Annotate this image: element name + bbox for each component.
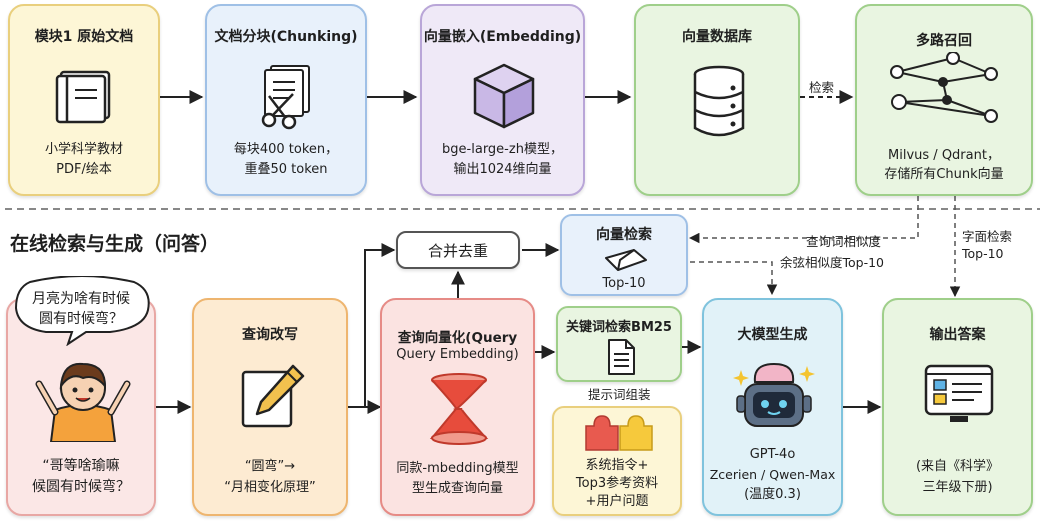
module-embedding: 向量嵌入(Embedding) bge-large-zh模型， 输出1024维向… xyxy=(420,4,585,196)
module-bm25-title: 关键词检索BM25 xyxy=(566,320,672,335)
edge-label-vec-sim-2: 余弦相似度Top-10 xyxy=(780,255,885,270)
speech-bubble-line2: 圆有时候弯？ xyxy=(39,311,123,327)
module-merge-dedup: 合并去重 xyxy=(396,231,520,269)
scissors-icon xyxy=(261,65,310,130)
module-vector-db: 向量数据库 xyxy=(634,4,800,196)
module-prompt-line3: +用户问题 xyxy=(585,494,649,509)
module-query-rewrite: 查询改写 “圆弯”→ “月相变化原理” xyxy=(192,298,348,516)
hourglass-icon xyxy=(429,373,489,445)
robot-brain-icon xyxy=(733,362,815,427)
user-question-line1: “哥等啥瑜嘛 xyxy=(42,458,120,474)
module-embedding-line1: bge-large-zh模型， xyxy=(442,142,563,157)
folded-paper-icon xyxy=(605,249,647,271)
module-vector-search-line1: Top-10 xyxy=(602,276,646,291)
module-multi-recall: 多路召回 Milvus / Qdrant， 存储所有Chunk向量 xyxy=(855,4,1033,196)
module-llm-line2: Zcerien / Qwen-Max xyxy=(709,467,836,482)
module-chunking-line1: 每块400 token， xyxy=(233,142,339,157)
module-raw-docs-line2: PDF/绘本 xyxy=(56,162,112,177)
module-multi-recall-line2: 存储所有Chunk向量 xyxy=(884,167,1004,182)
module-query-embedding-title: 查询向量化(Query xyxy=(397,330,518,346)
speech-bubble-line1: 月亮为啥有时候 xyxy=(32,291,130,307)
child-icon xyxy=(35,362,131,442)
arrow-vecsearch-llm xyxy=(690,261,778,296)
module-vector-search: 向量检索 Top-10 xyxy=(560,214,688,296)
module-bm25: 关键词检索BM25 xyxy=(556,306,682,382)
module-llm-line1: GPT-4o xyxy=(749,447,796,462)
module-embedding-line2: 输出1024维向量 xyxy=(453,162,552,177)
module-llm-line3: (温度0.3) xyxy=(744,487,801,502)
module-multi-recall-line1: Milvus / Qdrant， xyxy=(888,148,1000,163)
arrow-to-merge xyxy=(364,243,396,407)
speech-bubble xyxy=(14,276,150,346)
database-icon xyxy=(693,65,745,137)
module-embedding-title: 向量嵌入(Embedding) xyxy=(423,29,582,45)
module-output-line2: 三年级下册) xyxy=(922,480,993,495)
module-query-rewrite-line1: “圆弯”→ xyxy=(244,459,296,474)
module-llm-generation: 大模型生成 GPT-4o Zcerien / Qwen-Max (温度0.3) xyxy=(702,298,843,516)
document-icon xyxy=(608,339,635,375)
module-chunking: 文档分块(Chunking) 每块400 token， 重叠50 token xyxy=(205,4,367,196)
puzzle-icon xyxy=(585,415,653,451)
module-chunking-title: 文档分块(Chunking) xyxy=(214,29,358,45)
module-prompt-line1: 系统指令+ xyxy=(585,458,649,473)
module-query-rewrite-title: 查询改写 xyxy=(242,327,298,343)
module-multi-recall-title: 多路召回 xyxy=(916,33,972,49)
module-prompt-line2: Top3参考资料 xyxy=(575,476,659,491)
module-output-answer: 输出答案 (来自《科学》 三年级下册) xyxy=(882,298,1033,516)
edge-label-lexical: 字面检索 xyxy=(962,229,1013,244)
module-query-rewrite-line2: “月相变化原理” xyxy=(224,480,316,495)
pencil-note-icon xyxy=(241,364,305,428)
module-vector-db-title: 向量数据库 xyxy=(682,29,752,45)
module-raw-docs: 模块1 原始文档 小学科学教材 PDF/绘本 xyxy=(8,4,160,196)
module-query-embedding-line2: 型生成查询向量 xyxy=(411,481,503,496)
module-user-question: 月亮为啥有时候 圆有时候弯？ “哥等啥瑜嘛 候圆有时候弯？ xyxy=(6,276,156,516)
monitor-icon xyxy=(924,364,994,422)
arrow-m5-vecsearch xyxy=(688,196,919,244)
module-llm-generation-title: 大模型生成 xyxy=(737,327,808,343)
module-vector-search-title: 向量检索 xyxy=(596,227,652,243)
cube-icon xyxy=(473,63,535,129)
book-icon xyxy=(55,70,111,124)
module-raw-docs-title: 模块1 原始文档 xyxy=(34,29,134,45)
edge-label-vec-sim-1: 查询词相似度 xyxy=(806,234,882,249)
module-merge-dedup-title: 合并去重 xyxy=(427,242,488,260)
user-question-line2: 候圆有时候弯？ xyxy=(32,479,130,495)
module-prompt-assembly: 系统指令+ Top3参考资料 +用户问题 xyxy=(552,406,682,516)
module-output-line1: (来自《科学》 xyxy=(915,459,1000,474)
module-query-embedding: 查询向量化(Query Query Embedding) 同款-mbedding… xyxy=(380,298,535,516)
module-chunking-line2: 重叠50 token xyxy=(244,162,328,177)
module-query-embedding-sub: Query Embedding) xyxy=(396,347,519,362)
module-output-answer-title: 输出答案 xyxy=(929,327,986,343)
edge-label-prompt-assembly: 提示词组装 xyxy=(588,387,651,402)
module-raw-docs-line1: 小学科学教材 xyxy=(44,142,123,157)
edge-label-lexical-top: Top-10 xyxy=(962,246,1004,261)
section-title: 在线检索与生成（问答） xyxy=(10,233,220,255)
module-query-embedding-line1: 同款-mbedding模型 xyxy=(396,461,519,476)
graph-icon xyxy=(890,52,998,123)
edge-label-retrieve: 检索 xyxy=(809,80,835,95)
